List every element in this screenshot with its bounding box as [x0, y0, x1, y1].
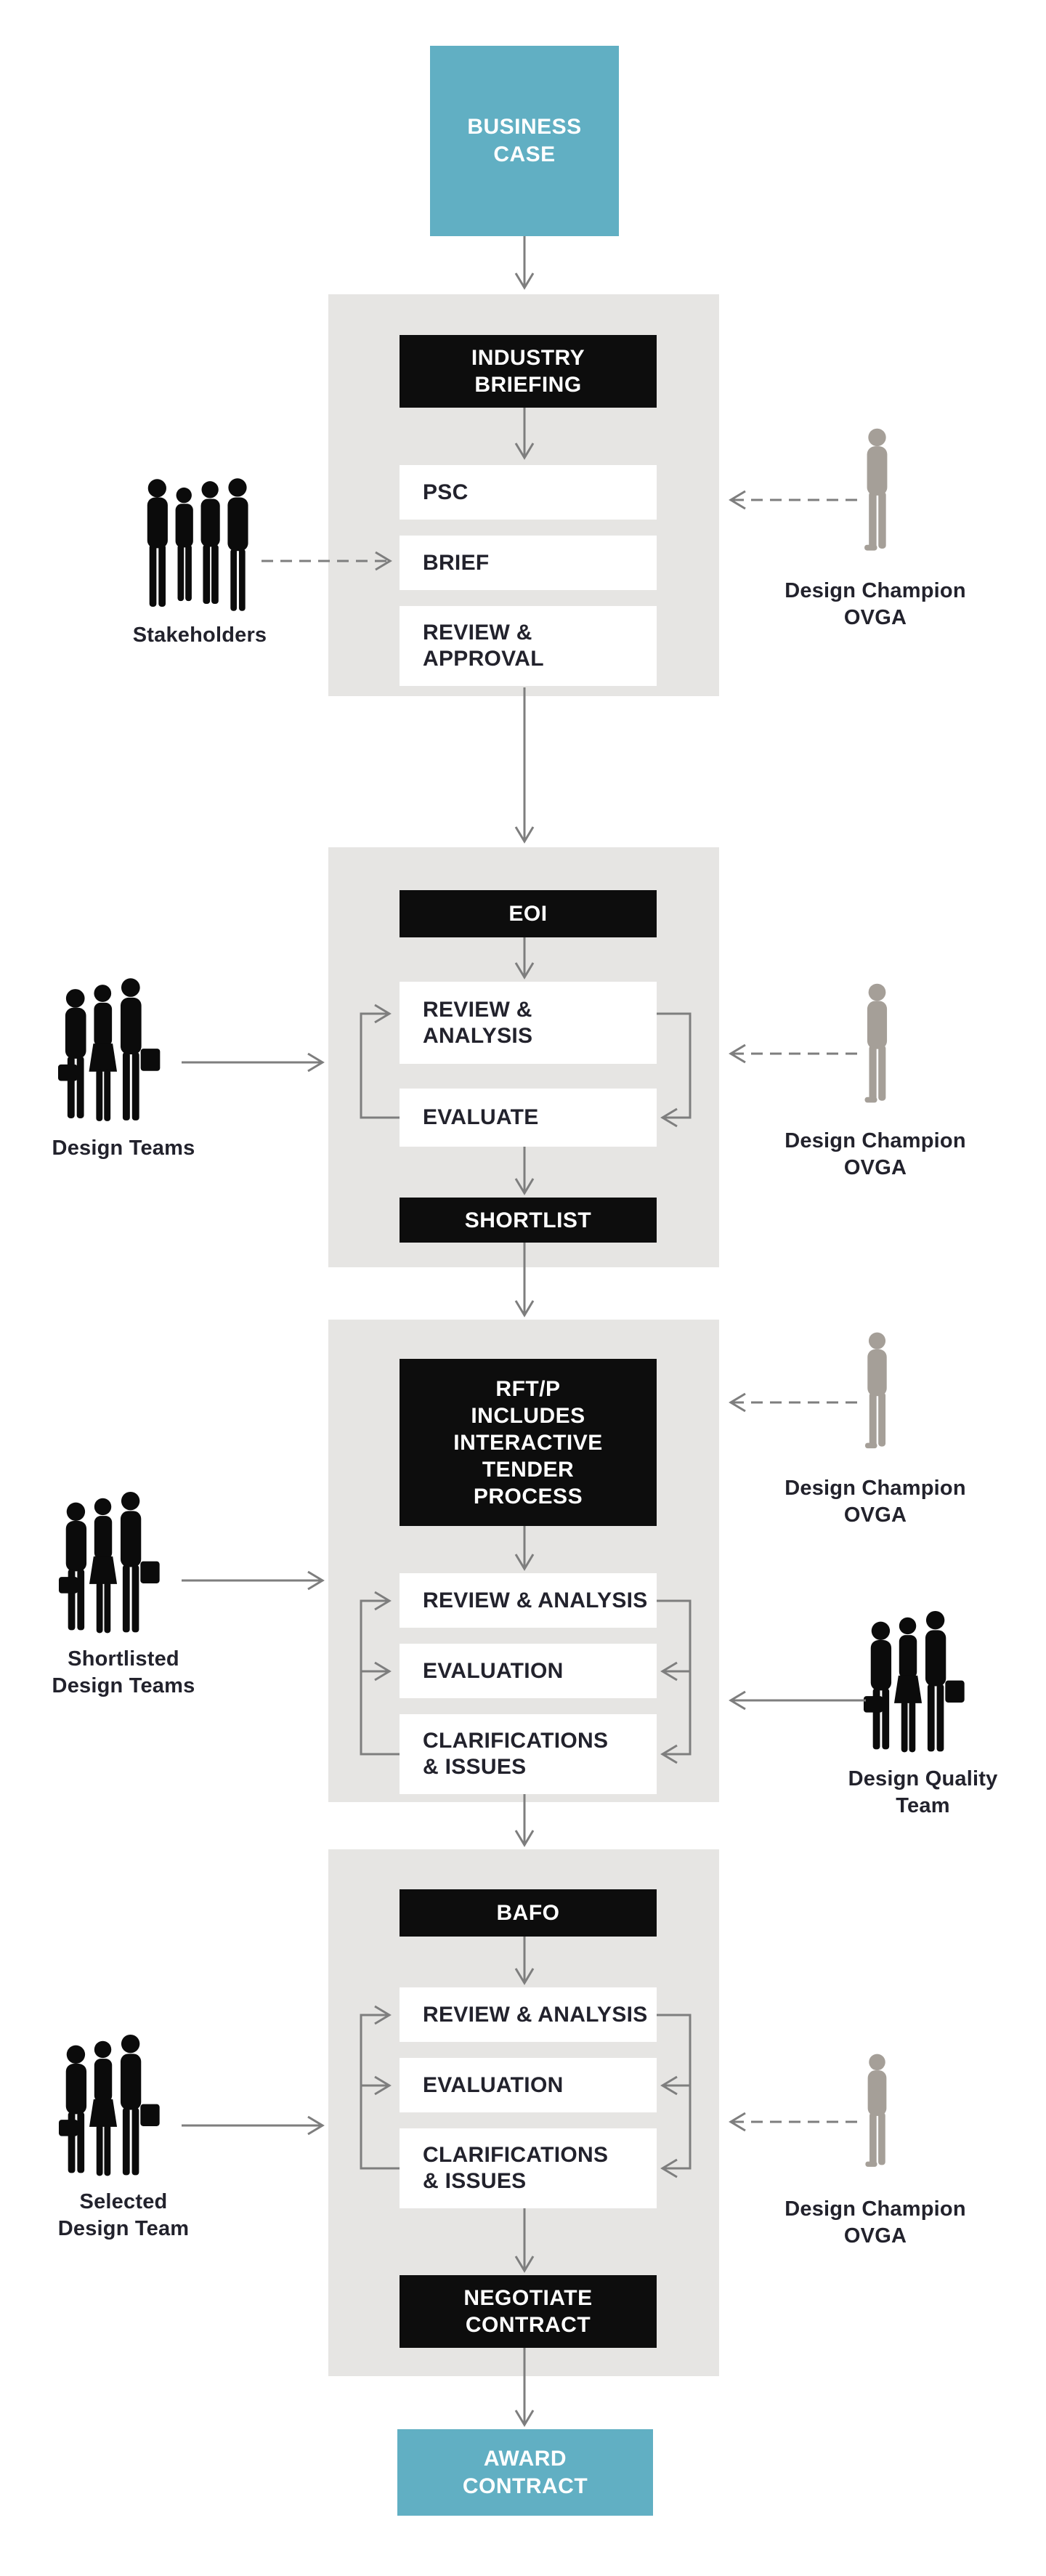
design-champion-briefing-icon — [857, 427, 897, 573]
design-teams-group-icon — [58, 976, 180, 1132]
shortlist-footer: SHORTLIST — [400, 1198, 657, 1243]
step-clarifications-bafo: CLARIFICATIONS & ISSUES — [400, 2128, 657, 2208]
step-review-analysis-eoi: REVIEW & ANALYSIS — [400, 982, 657, 1064]
step-review-analysis-bafo: REVIEW & ANALYSIS — [400, 1987, 657, 2042]
panel-bafo: BAFO REVIEW & ANALYSIS EVALUATION CLARIF… — [328, 1849, 719, 2376]
award-contract-box: AWARD CONTRACT — [397, 2429, 653, 2516]
design-champion-bafo-icon — [857, 2053, 897, 2187]
design-champion-eoi-label: Design Champion OVGA — [784, 1129, 966, 1179]
industry-briefing-header: INDUSTRY BRIEFING — [400, 335, 657, 408]
stakeholders-group-icon — [142, 471, 262, 620]
design-champion-bafo-label: Design Champion OVGA — [784, 2197, 966, 2248]
step-brief: BRIEF — [400, 536, 657, 590]
step-evaluate: EVALUATE — [400, 1089, 657, 1147]
panel-industry-briefing: INDUSTRY BRIEFING PSC BRIEF REVIEW & APP… — [328, 294, 719, 696]
eoi-header: EOI — [400, 890, 657, 937]
design-champion-eoi-icon — [857, 982, 897, 1124]
step-clarifications-rftp: CLARIFICATIONS & ISSUES — [400, 1714, 657, 1794]
shortlisted-design-teams-label: Shortlisted Design Teams — [52, 1647, 195, 1697]
selected-design-team-icon — [58, 2033, 180, 2186]
design-champion-briefing-label: Design Champion OVGA — [784, 579, 966, 629]
step-evaluation-bafo: EVALUATION — [400, 2058, 657, 2112]
design-quality-team-label: Design Quality Team — [848, 1767, 998, 1817]
design-champion-rft-icon — [857, 1331, 897, 1469]
stakeholders-label: Stakeholders — [132, 623, 267, 647]
step-evaluation-rftp: EVALUATION — [400, 1644, 657, 1698]
panel-rftp: RFT/P INCLUDES INTERACTIVE TENDER PROCES… — [328, 1320, 719, 1802]
step-review-approval: REVIEW & APPROVAL — [400, 606, 657, 686]
panel-eoi: EOI REVIEW & ANALYSIS EVALUATE SHORTLIST — [328, 847, 719, 1267]
design-teams-label: Design Teams — [52, 1136, 195, 1160]
design-quality-team-icon — [863, 1610, 985, 1762]
negotiate-contract-footer: NEGOTIATE CONTRACT — [400, 2275, 657, 2348]
shortlisted-design-teams-icon — [58, 1490, 180, 1643]
design-champion-rft-label: Design Champion OVGA — [784, 1477, 966, 1527]
business-case-box: BUSINESS CASE — [430, 46, 619, 236]
step-review-analysis-rftp: REVIEW & ANALYSIS — [400, 1573, 657, 1628]
step-psc: PSC — [400, 465, 657, 520]
selected-design-team-label: Selected Design Team — [57, 2190, 190, 2240]
bafo-header: BAFO — [400, 1889, 657, 1937]
rftp-header: RFT/P INCLUDES INTERACTIVE TENDER PROCES… — [400, 1359, 657, 1526]
